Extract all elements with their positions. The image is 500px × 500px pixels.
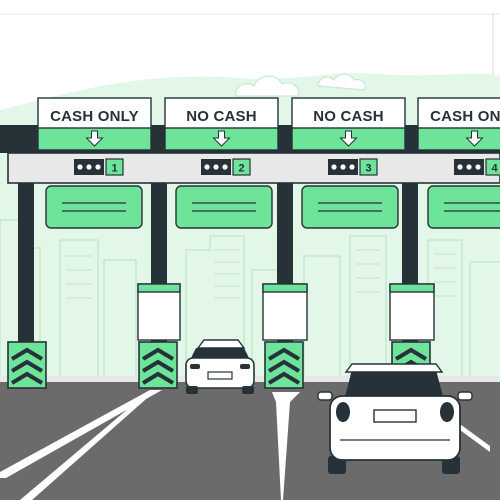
pillar-chevron-base-2 — [138, 341, 178, 389]
indicator-lights-icon — [328, 159, 358, 175]
lane-board-4 — [427, 185, 500, 229]
pillar-chevron-base-1 — [7, 341, 47, 389]
lane-number: 1 — [111, 163, 117, 175]
cloud-left — [235, 75, 300, 97]
arrow-down-icon — [465, 130, 484, 147]
booths — [137, 283, 435, 341]
lane-number: 4 — [491, 163, 498, 175]
pillar-chevron-base-3 — [264, 341, 304, 389]
car-small-distant — [185, 339, 255, 394]
lane-number: 2 — [238, 163, 244, 175]
lane-sign-4: CASH ONLY — [417, 97, 500, 151]
skyline-windows — [66, 249, 456, 299]
lane-sign-label: NO CASH — [313, 108, 384, 125]
gantry-panel — [7, 152, 500, 184]
indicator-lights-icon — [454, 159, 484, 175]
top-strip — [0, 0, 500, 14]
lane-board-1 — [45, 185, 143, 229]
lane-board-3 — [301, 185, 399, 229]
lane-sign-1: CASH ONLY — [37, 97, 152, 151]
lane-boards — [45, 185, 500, 229]
cloud-right — [317, 73, 366, 91]
arrow-down-icon — [212, 130, 231, 147]
lane-sign-2: NO CASH — [164, 97, 279, 151]
lane-sign-label: CASH ONLY — [50, 108, 139, 125]
lane-sign-label: CASH ONLY — [430, 108, 500, 125]
indicator-lights-icon — [74, 159, 104, 175]
arrow-down-icon — [85, 130, 104, 147]
lane-sign-3: NO CASH — [291, 97, 406, 151]
car-large-foreground — [317, 363, 473, 474]
lane-sign-label: NO CASH — [186, 108, 257, 125]
lane-board-2 — [175, 185, 273, 229]
lane-number: 3 — [365, 163, 371, 175]
arrow-down-icon — [339, 130, 358, 147]
indicator-lights-icon — [201, 159, 231, 175]
